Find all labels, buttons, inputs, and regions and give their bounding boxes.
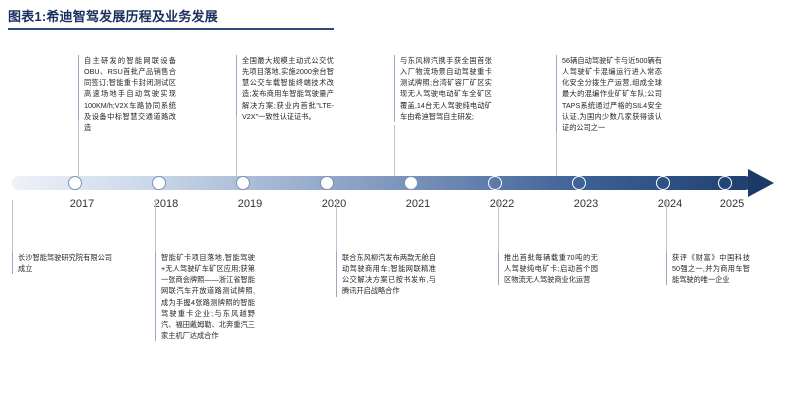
milestone-note-2022: 与东风柳汽携手获全国首张入厂物流场景自动驾驶重卡测试牌照;台湾矿容厂矿区实现无人… xyxy=(394,55,492,122)
timeline-year-label: 2021 xyxy=(405,198,431,210)
milestone-note-2017: 长沙智能驾驶研究院有限公司成立 xyxy=(12,252,112,275)
timeline-year-label: 2018 xyxy=(153,198,179,210)
connector-line-2023 xyxy=(498,200,499,252)
chart-title-bar: 图表1:希迪智驾发展历程及业务发展 xyxy=(8,6,348,28)
connector-line-2024 xyxy=(556,132,557,176)
timeline-year-label: 2017 xyxy=(69,198,95,210)
milestone-note-2019: 智能矿卡项目落地,智能驾驶+无人驾驶矿车矿区应用;获第一张商会牌照——浙江省智能… xyxy=(155,252,255,342)
milestone-note-2018: 自主研发的智能网联设备OBU、RSU首批产品销售合同签订;智能重卡封闭测试区高速… xyxy=(78,55,176,134)
connector-line-2021 xyxy=(336,200,337,252)
timeline-node-2019[interactable] xyxy=(236,176,250,190)
title-underline xyxy=(8,28,334,30)
timeline-arrow-icon xyxy=(748,169,774,197)
milestone-note-2024: 56辆自动驾驶矿卡与近500辆有人驾驶矿卡混编运行进入常态化安全分拨生产运营,组… xyxy=(556,55,662,134)
timeline-year-label: 2025 xyxy=(719,198,745,210)
timeline-axis: 2017 2018 2019 2020 2021 2022 2023 2024 … xyxy=(12,169,793,210)
milestone-note-2025: 获评《财富》中国科技50强之一,并为商用车智能驾驶的唯一企业 xyxy=(666,252,750,286)
milestone-note-2020: 全国最大规模主动式公交优先项目落地,实施2000余台智慧公交车载智能终端技术改造… xyxy=(236,55,334,122)
timeline-bar xyxy=(12,176,752,190)
milestone-note-2023: 推出首批每辆载重70吨的无人驾驶纯电矿卡;启动首个园区物流无人驾驶商业化运营 xyxy=(498,252,598,286)
timeline-node-2023[interactable] xyxy=(572,176,586,190)
timeline-node-2022[interactable] xyxy=(488,176,502,190)
connector-line-2017 xyxy=(12,200,13,252)
timeline-year-label: 2020 xyxy=(321,198,347,210)
connector-line-2018 xyxy=(78,120,79,176)
milestone-note-2021: 联合东风柳汽发布两款无舱自动驾驶商用车;智能网联精准公交解决方案已按书发布,与腾… xyxy=(336,252,436,297)
timeline-year-label: 2024 xyxy=(657,198,683,210)
connector-line-2022 xyxy=(394,125,395,176)
timeline-node-2017[interactable] xyxy=(68,176,82,190)
page-title: 图表1:希迪智驾发展历程及业务发展 xyxy=(8,9,218,24)
timeline-node-2020[interactable] xyxy=(320,176,334,190)
timeline-node-2024[interactable] xyxy=(656,176,670,190)
connector-line-2020 xyxy=(236,116,237,176)
timeline-node-2025[interactable] xyxy=(718,176,732,190)
timeline-year-label: 2022 xyxy=(489,198,515,210)
timeline-year-label: 2023 xyxy=(573,198,599,210)
connector-line-2019 xyxy=(155,200,156,252)
timeline-node-2021[interactable] xyxy=(404,176,418,190)
connector-line-2025 xyxy=(666,200,667,252)
timeline-node-2018[interactable] xyxy=(152,176,166,190)
timeline-year-label: 2019 xyxy=(237,198,263,210)
